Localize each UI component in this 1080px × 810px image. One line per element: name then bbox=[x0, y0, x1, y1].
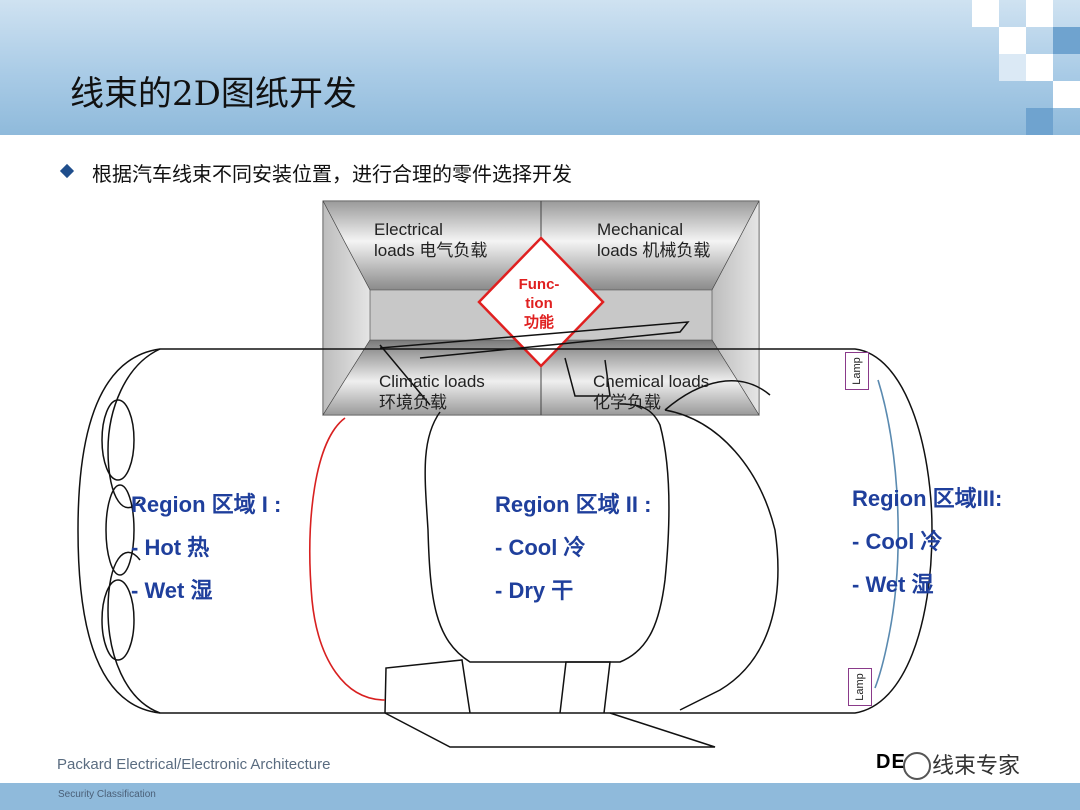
region-2-line-2: - Dry 干 bbox=[495, 578, 574, 603]
footer-classification: Security Classification bbox=[58, 789, 156, 800]
region-2-line-1: - Cool 冷 bbox=[495, 535, 586, 560]
footer-architecture: Packard Electrical/Electronic Architectu… bbox=[57, 756, 331, 773]
watermark-text: 线束专家 bbox=[932, 754, 1021, 779]
region-2-name: Region 区域 II : bbox=[495, 492, 652, 517]
lamp-top: Lamp bbox=[845, 352, 869, 390]
function-label: Func- tion 功能 bbox=[518, 276, 560, 331]
car-outline bbox=[77, 321, 933, 748]
region-2-text: Region 区域 II : - Cool 冷 - Dry 干 bbox=[495, 483, 651, 612]
region-3-text: Region 区域III: - Cool 冷 - Wet 湿 bbox=[852, 477, 1002, 606]
footer-bar bbox=[0, 783, 1080, 810]
region-1-name: Region 区域 I : bbox=[131, 492, 282, 517]
harness-blue-line bbox=[874, 379, 899, 689]
region-1-text: Region 区域 I : - Hot 热 - Wet 湿 bbox=[131, 483, 281, 612]
bullet-text: 根据汽车线束不同安装位置，进行合理的零件选择开发 bbox=[92, 162, 572, 186]
region-3-line-2: - Wet 湿 bbox=[852, 572, 934, 597]
region-3-line-1: - Cool 冷 bbox=[852, 529, 943, 554]
header-band bbox=[0, 0, 1080, 135]
region-1-line-1: - Hot 热 bbox=[131, 535, 210, 560]
slide-title: 线束的2D图纸开发 bbox=[70, 74, 357, 114]
region-3-name: Region 区域III: bbox=[852, 486, 1003, 511]
brand-logo: DE bbox=[876, 751, 906, 773]
wechat-icon bbox=[903, 752, 931, 780]
lamp-bottom: Lamp bbox=[848, 668, 872, 706]
harness-red-line bbox=[309, 417, 386, 701]
region-1-line-2: - Wet 湿 bbox=[131, 578, 213, 603]
